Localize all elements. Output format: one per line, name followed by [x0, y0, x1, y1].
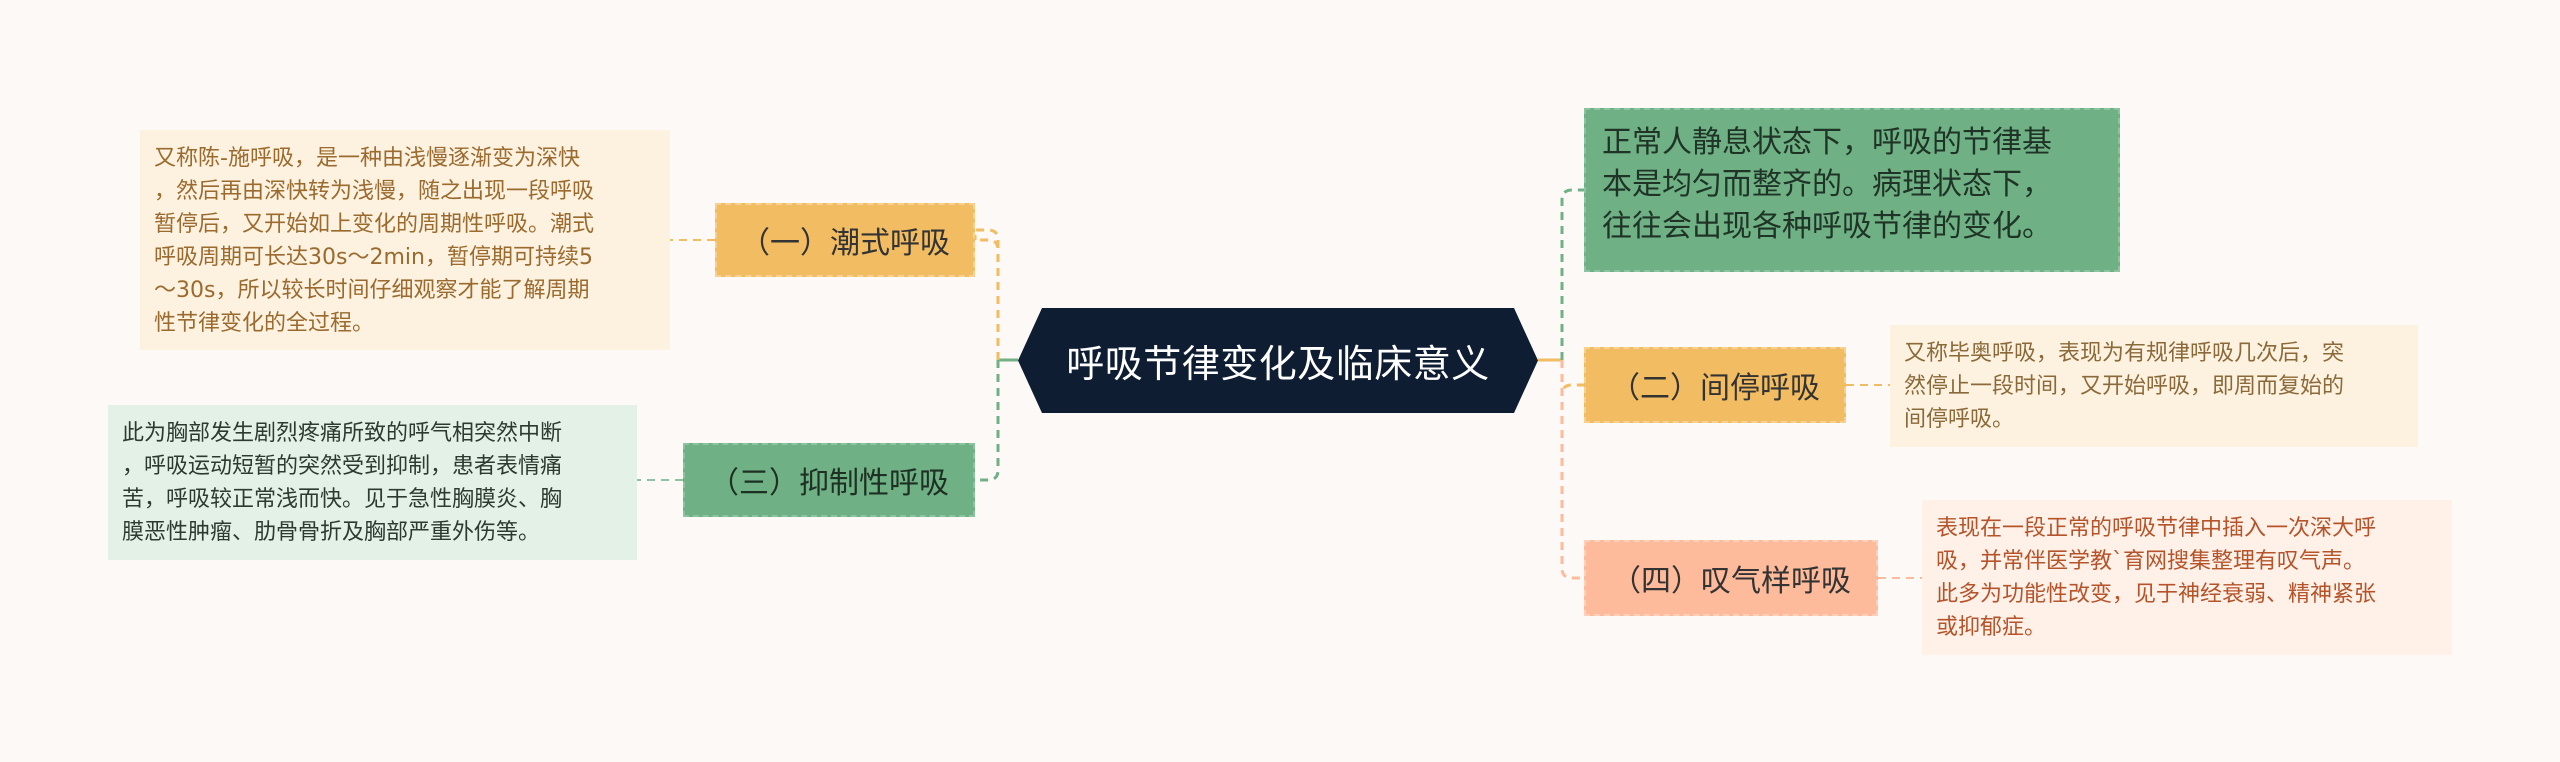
central-topic[interactable]: 呼吸节律变化及临床意义 [1018, 308, 1538, 413]
leaf-line: 此为胸部发生剧烈疼痛所致的呼气相突然中断 [122, 421, 563, 446]
leaf-line: 表现在一段正常的呼吸节律中插入一次深大呼 [1936, 516, 2377, 541]
leaf-yizhi-detail: 此为胸部发生剧烈疼痛所致的呼气相突然中断 ，呼吸运动短暂的突然受到抑制，患者表情… [108, 405, 637, 560]
leaf-line: 然停止一段时间，又开始呼吸，即周而复始的 [1904, 374, 2345, 399]
leaf-line: 或抑郁症。 [1936, 615, 2047, 640]
leaf-line: 吸，并常伴医学教`育网搜集整理有叹气声。 [1936, 549, 2366, 574]
leaf-line: ，呼吸运动短暂的突然受到抑制，患者表情痛 [122, 454, 563, 479]
intro-line: 往往会出现各种呼吸节律的变化。 [1602, 209, 2052, 244]
leaf-line: ，然后再由深快转为浅慢，随之出现一段呼吸 [154, 179, 595, 204]
branch-yizhi[interactable]: （三）抑制性呼吸 [683, 443, 975, 517]
leaf-line: 苦，呼吸较正常浅而快。见于急性胸膜炎、胸 [122, 487, 563, 512]
connector-tanqi [1560, 360, 1584, 580]
leaf-line: 此多为功能性改变，见于神经衰弱、精神紧张 [1936, 582, 2377, 607]
intro-line: 本是均匀而整齐的。病理状态下， [1602, 167, 2052, 202]
leaf-line: 又称毕奥呼吸，表现为有规律呼吸几次后，突 [1904, 341, 2345, 366]
leaf-jianting-detail: 又称毕奥呼吸，表现为有规律呼吸几次后，突 然停止一段时间，又开始呼吸，即周而复始… [1890, 325, 2418, 447]
leaf-line: 膜恶性肿瘤、肋骨骨折及胸部严重外伤等。 [122, 520, 541, 545]
connector-jianting [1560, 360, 1584, 396]
leaf-line: 暂停后，又开始如上变化的周期性呼吸。潮式 [154, 212, 595, 237]
intro-box[interactable]: 正常人静息状态下，呼吸的节律基 本是均匀而整齐的。病理状态下， 往往会出现各种呼… [1584, 108, 2120, 272]
leaf-line: 又称陈-施呼吸，是一种由浅慢逐渐变为深快 [154, 146, 580, 171]
leaf-line: ～30s，所以较长时间仔细观察才能了解周期 [154, 278, 590, 303]
connector-chaoshi-h [975, 238, 1000, 360]
leaf-chaoshi-detail: 又称陈-施呼吸，是一种由浅慢逐渐变为深快 ，然后再由深快转为浅慢，随之出现一段呼… [140, 130, 670, 350]
leaf-line: 呼吸周期可长达30s～2min，暂停期可持续5 [154, 245, 593, 270]
leaf-line: 性节律变化的全过程。 [154, 311, 375, 336]
leaf-line: 间停呼吸。 [1904, 407, 2015, 432]
connector-yizhi [975, 360, 1000, 482]
connector-chaoshi [973, 228, 1000, 360]
branch-jianting[interactable]: （二）间停呼吸 [1584, 347, 1846, 423]
branch-tanqi[interactable]: （四）叹气样呼吸 [1584, 540, 1878, 616]
connector-intro [1560, 188, 1584, 360]
leaf-tanqi-detail: 表现在一段正常的呼吸节律中插入一次深大呼 吸，并常伴医学教`育网搜集整理有叹气声… [1922, 500, 2452, 655]
intro-line: 正常人静息状态下，呼吸的节律基 [1602, 125, 2052, 160]
branch-chaoshi[interactable]: （一）潮式呼吸 [715, 203, 975, 277]
